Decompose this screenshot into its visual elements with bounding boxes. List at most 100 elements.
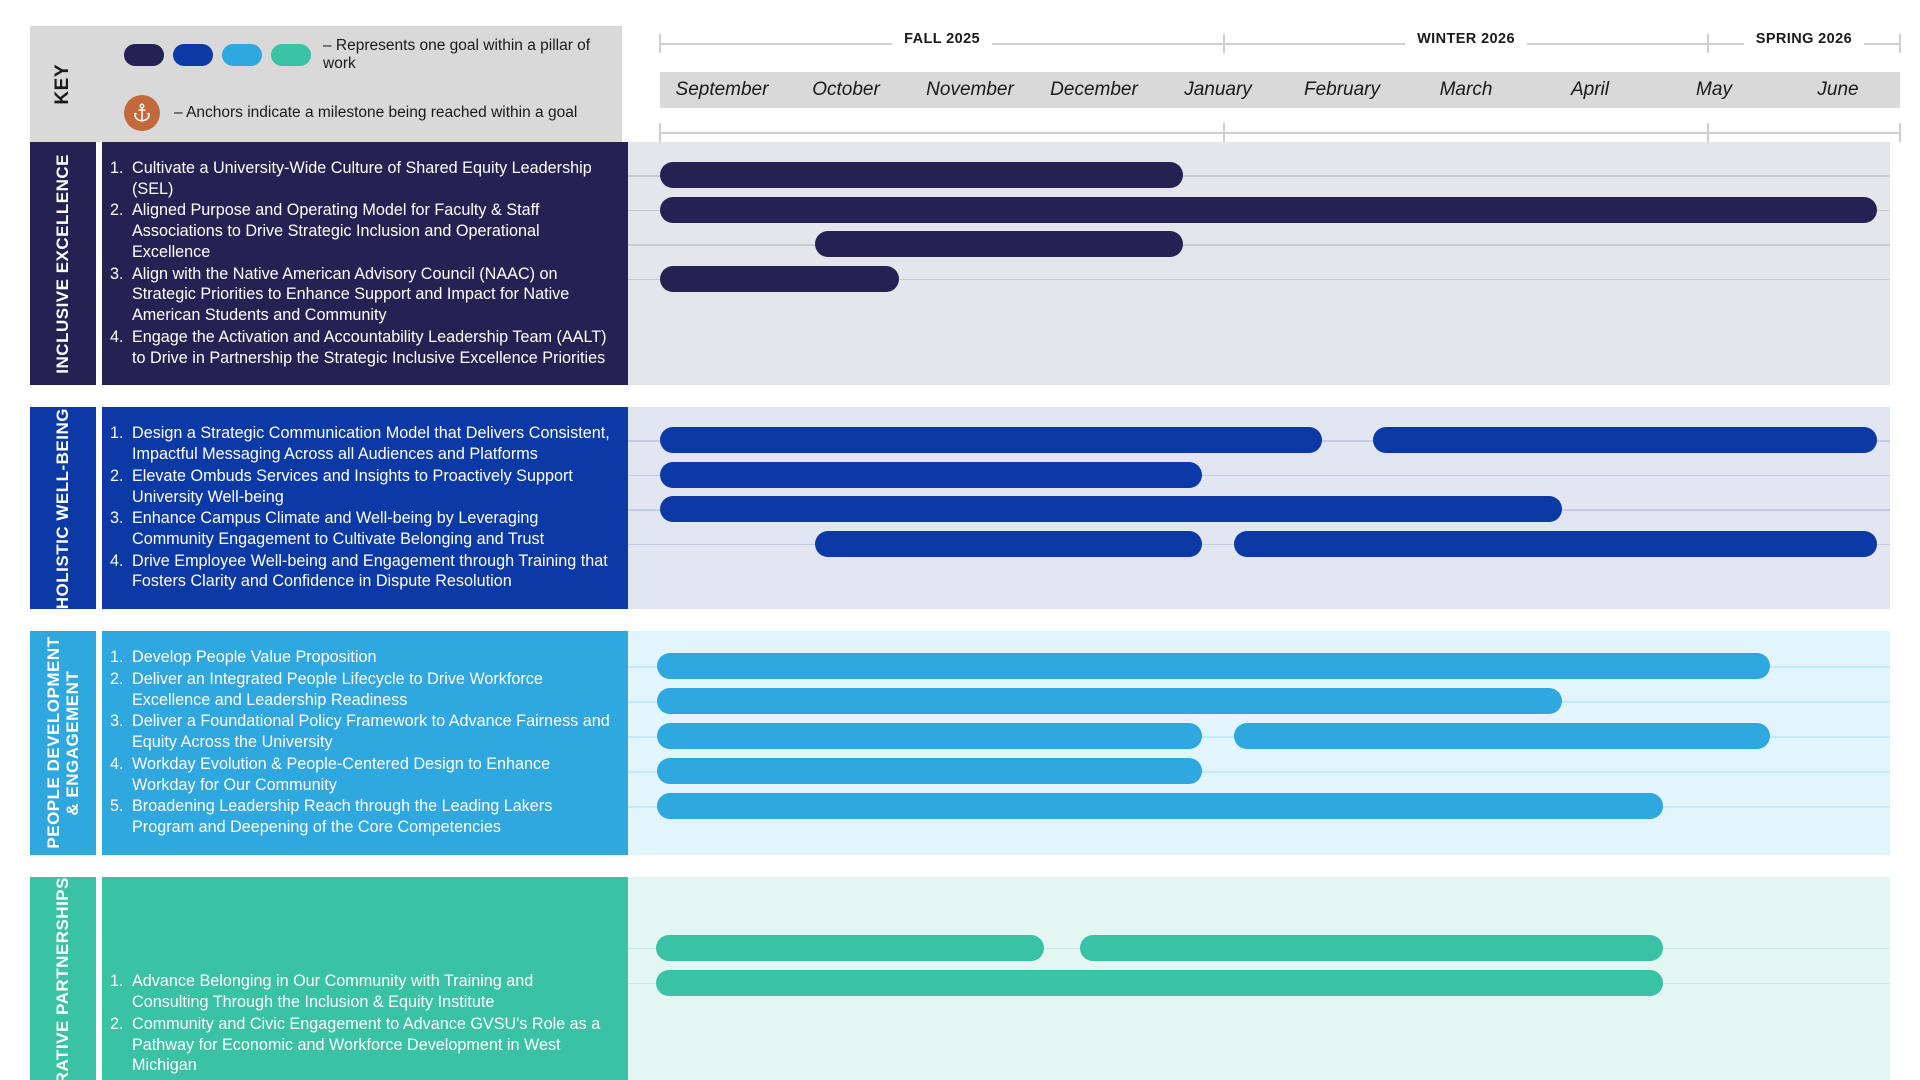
goal-item: Broadening Leadership Reach through the … [110, 796, 553, 837]
goal-bar[interactable] [657, 758, 1203, 785]
goal-bar[interactable] [814, 231, 1184, 257]
goal-bar[interactable] [659, 265, 900, 292]
goal-item: Elevate Ombuds Services and Insights to … [110, 466, 573, 506]
pillar-tab-label: COLLABORATIVE PARTNERSHIPS [53, 876, 73, 1080]
goal-bar[interactable] [1372, 427, 1878, 454]
season-tick [1223, 34, 1226, 53]
goal-bar[interactable] [657, 688, 1562, 715]
goal-bar[interactable] [657, 723, 1203, 750]
month-cell: February [1280, 72, 1404, 109]
pillar-tab-3[interactable]: PEOPLE DEVELOPMENT & ENGAGEMENT [30, 631, 96, 855]
month-cell: May [1652, 72, 1776, 109]
grid-line [628, 474, 1890, 477]
goal-bar[interactable] [1079, 934, 1663, 961]
timeline-track-4 [628, 876, 1890, 1080]
pillar-tab-label: INCLUSIVE EXCELLENCE [53, 153, 73, 374]
season-tick [1899, 34, 1901, 53]
goal-bar[interactable] [659, 427, 1323, 454]
grid-line [628, 278, 1890, 280]
month-cell: June [1776, 72, 1900, 109]
goal-bar[interactable] [1233, 530, 1878, 557]
pillar-tab-1[interactable]: INCLUSIVE EXCELLENCE [30, 142, 96, 386]
key-anchor-legend-row: – Anchors indicate a milestone being rea… [124, 95, 622, 131]
pillar-section-1: INCLUSIVE EXCELLENCE Cultivate a Universi… [30, 142, 1890, 386]
month-chip-june[interactable]: June [1776, 72, 1900, 109]
season-tick [1706, 34, 1709, 53]
timeline-rows [628, 407, 1890, 609]
goal-bar[interactable] [659, 461, 1203, 488]
month-chip-february[interactable]: February [1280, 72, 1404, 109]
month-chip-january[interactable]: January [1156, 72, 1280, 109]
goal-bar[interactable] [657, 653, 1771, 680]
goal-item: Engage the Activation and Accountability… [110, 327, 607, 367]
key-block: KEY – Represents one goal within a pilla… [30, 26, 622, 142]
grid-line [628, 244, 1890, 246]
goals-pane-1: Cultivate a University-Wide Culture of S… [102, 142, 628, 386]
anchor-icon [124, 95, 160, 131]
goal-item: Cultivate a University-Wide Culture of S… [110, 158, 592, 198]
pillar-tab-4[interactable]: COLLABORATIVE PARTNERSHIPS [30, 876, 96, 1080]
tab-pane-divider [96, 142, 102, 386]
goal-bar[interactable] [659, 162, 1184, 188]
month-chip-december[interactable]: December [1032, 72, 1156, 109]
month-cell: November [908, 72, 1032, 109]
timeline-track-1 [628, 142, 1890, 386]
month-chip-september[interactable]: September [660, 72, 784, 109]
goal-item: Workday Evolution & People-Centered Desi… [110, 754, 551, 794]
season-label-1: FALL 2025 [892, 31, 993, 47]
grid-line [628, 175, 1890, 177]
goal-bar[interactable] [655, 969, 1663, 996]
tab-pane-divider [96, 407, 102, 610]
season-tick [1899, 123, 1901, 143]
goal-item: Deliver a Foundational Policy Framework … [110, 711, 610, 752]
pillar-tab-2[interactable]: HOLISTIC WELL-BEING [30, 407, 96, 610]
goal-bar[interactable] [659, 496, 1562, 523]
goal-item: Deliver an Integrated People Lifecycle t… [110, 669, 543, 709]
month-cell: September [660, 72, 784, 109]
key-swatch-2 [173, 44, 213, 66]
goal-bar[interactable] [657, 793, 1663, 820]
timeline-bottom-rule [659, 120, 1901, 143]
goal-bar[interactable] [1233, 723, 1771, 750]
pillar-tab-label: PEOPLE DEVELOPMENT & ENGAGEMENT [43, 636, 82, 850]
goals-pane-2: Design a Strategic Communication Model t… [102, 407, 628, 610]
goals-list: Cultivate a University-Wide Culture of S… [110, 158, 614, 369]
pillar-tab-label: HOLISTIC WELL-BEING [53, 407, 73, 609]
key-goal-legend-text: – Represents one goal within a pillar of… [323, 37, 591, 72]
pillar-section-2: HOLISTIC WELL-BEING Design a Strategic Co… [30, 407, 1890, 610]
goals-pane-4: Advance Belonging in Our Community with … [102, 876, 628, 1080]
season-tick [659, 34, 661, 53]
key-swatch-3 [222, 44, 262, 66]
goal-item: Design a Strategic Communication Model t… [110, 423, 610, 464]
month-cell: March [1404, 72, 1528, 109]
key-swatch-1 [124, 44, 164, 66]
month-cell: October [784, 72, 908, 109]
pillar-section-4: COLLABORATIVE PARTNERSHIPS Advance Belong… [30, 876, 1890, 1080]
goal-bar[interactable] [814, 530, 1203, 557]
month-cell: January [1156, 72, 1280, 109]
month-chip-april[interactable]: April [1528, 72, 1652, 109]
key-title: KEY [52, 63, 73, 105]
goal-bar[interactable] [659, 196, 1878, 223]
key-swatch-4 [271, 44, 311, 66]
month-chip-may[interactable]: May [1652, 72, 1776, 109]
month-chip-october[interactable]: October [784, 72, 908, 109]
tab-pane-divider [96, 876, 102, 1080]
month-cell: April [1528, 72, 1652, 109]
month-chip-march[interactable]: March [1404, 72, 1528, 109]
goal-bar[interactable] [655, 934, 1045, 961]
pillar-sections: INCLUSIVE EXCELLENCE Cultivate a Universi… [0, 142, 1920, 1080]
goal-item: Enhance Campus Climate and Well-being by… [110, 508, 545, 549]
goal-item: Community and Civic Engagement to Advanc… [110, 1014, 601, 1075]
timeline-rows [628, 142, 1890, 385]
goal-item: Aligned Purpose and Operating Model for … [110, 200, 540, 261]
season-tick [1706, 123, 1709, 143]
goal-item: Drive Employee Well-being and Engagement… [110, 551, 608, 591]
month-cell: December [1032, 72, 1156, 109]
key-tab: KEY [30, 26, 96, 142]
month-chip-november[interactable]: November [908, 72, 1032, 109]
